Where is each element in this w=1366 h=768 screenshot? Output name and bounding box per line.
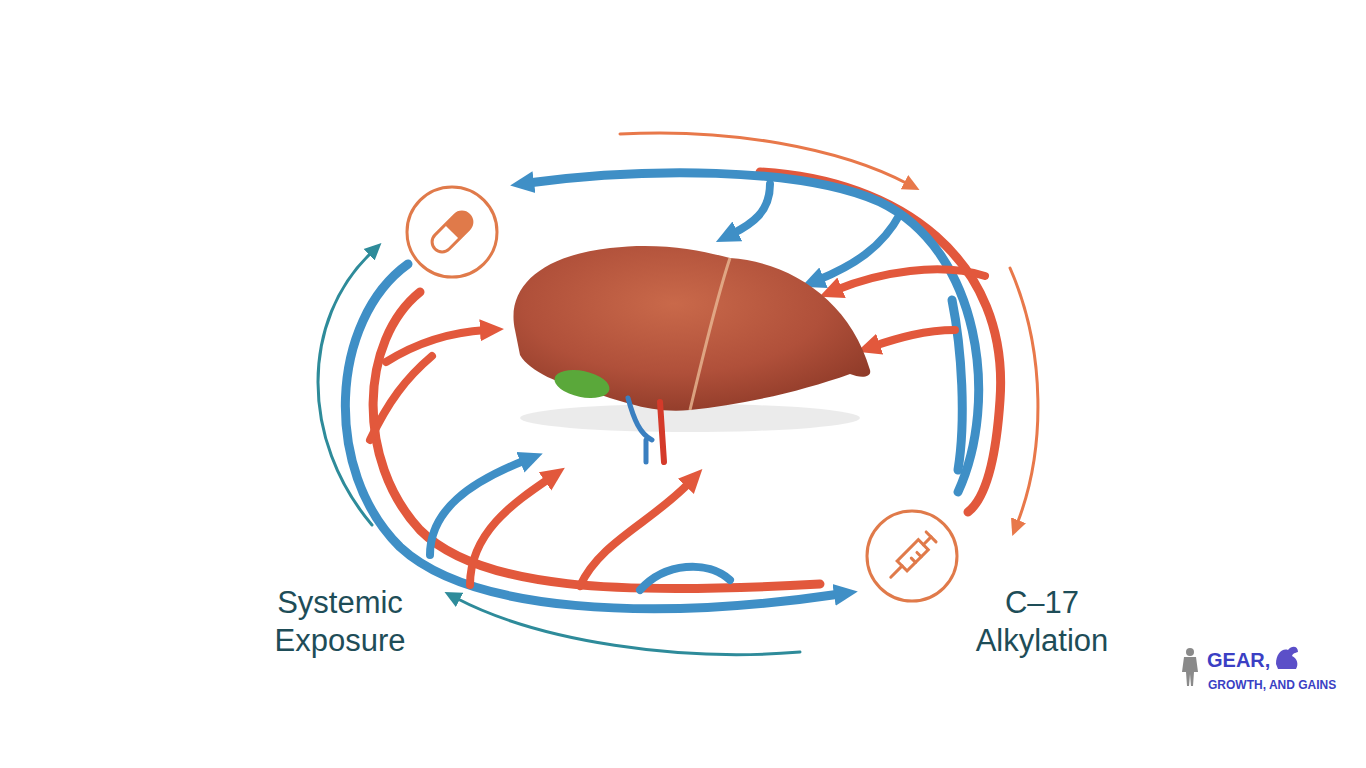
vessel-ring bbox=[345, 172, 1000, 609]
axis-label: C–17 Alkylation bbox=[952, 584, 1132, 660]
logo-tagline-slot: GROWTH, AND GAINS bbox=[1208, 678, 1336, 693]
logo-panel bbox=[1178, 580, 1366, 768]
liver bbox=[513, 246, 870, 462]
axis-label-slot: Systemic Exposure bbox=[250, 584, 430, 660]
logo-tagline: GROWTH, AND GAINS bbox=[1208, 678, 1336, 693]
flow-arcs bbox=[318, 133, 1038, 655]
capsule-icon bbox=[407, 187, 497, 277]
syringe-icon bbox=[867, 511, 957, 601]
logo-wordmark: GEAR, bbox=[1207, 648, 1270, 672]
axis-label-slot: C–17 Alkylation bbox=[952, 584, 1132, 660]
logo-wordmark-slot: GEAR, bbox=[1207, 648, 1270, 672]
axis-label: Systemic Exposure bbox=[250, 584, 430, 660]
